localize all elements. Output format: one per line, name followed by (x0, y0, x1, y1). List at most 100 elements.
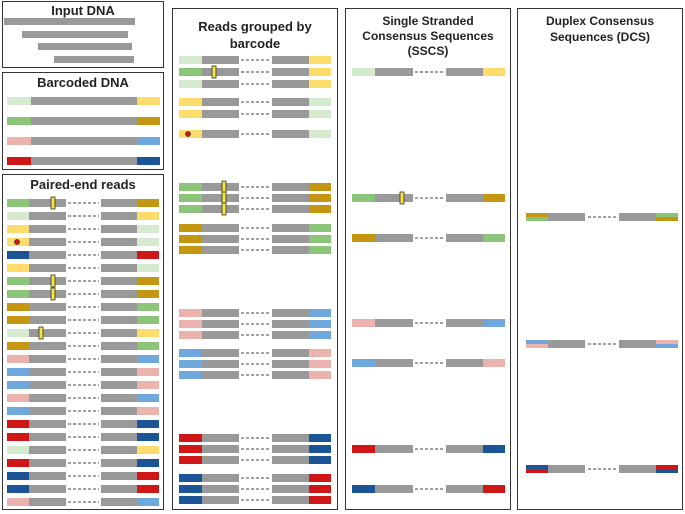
error-mark (38, 326, 44, 340)
read-segment-left (29, 212, 66, 220)
dcs-barcode-right-bottom (656, 469, 678, 473)
read-barcode-left (179, 183, 202, 191)
read-barcode-left (179, 110, 202, 118)
read-segment-left (29, 329, 66, 337)
read-segment-left (29, 277, 66, 285)
barcode-left (7, 157, 31, 165)
read-segment-right (101, 498, 137, 506)
read-barcode-right (137, 498, 159, 506)
read-barcode-right (137, 277, 159, 285)
read-segment-right (101, 394, 137, 402)
title-barcoded-dna: Barcoded DNA (37, 75, 129, 90)
title-reads-grouped-line2: barcode (229, 36, 281, 51)
read-barcode-right (309, 110, 331, 118)
read-barcode-right (309, 320, 331, 328)
title-dcs-line1: Duplex Consensus (545, 14, 655, 28)
read-segment-left (202, 371, 239, 379)
read-segment-left (202, 434, 239, 442)
read-segment-right (101, 251, 137, 259)
read-segment-right (446, 234, 483, 242)
read-segment-left (202, 68, 239, 76)
read-segment-left (202, 56, 239, 64)
read-segment-right (446, 485, 483, 493)
read-segment-right (272, 98, 309, 106)
read-barcode-right (137, 342, 159, 350)
read-barcode-right (137, 290, 159, 298)
read-barcode-left (7, 446, 29, 454)
read-segment-right (101, 485, 137, 493)
read-barcode-right (137, 459, 159, 467)
read-segment-right (446, 359, 483, 367)
read-segment-right (272, 235, 309, 243)
read-segment-right (272, 194, 309, 202)
read-barcode-left (352, 234, 375, 242)
read-barcode-left (7, 407, 29, 415)
barcode-left (7, 97, 31, 105)
read-segment-right (272, 56, 309, 64)
read-barcode-right (483, 319, 505, 327)
error-mark (221, 202, 227, 216)
read-barcode-left (179, 445, 202, 453)
read-segment-right (101, 472, 137, 480)
read-segment-right (446, 319, 483, 327)
read-segment-right (101, 199, 137, 207)
read-segment-right (101, 225, 137, 233)
read-barcode-right (309, 309, 331, 317)
read-barcode-left (352, 359, 375, 367)
read-segment-left (29, 472, 66, 480)
read-segment-right (101, 212, 137, 220)
read-segment-left (202, 485, 239, 493)
error-mark (399, 191, 405, 205)
barcoded-strand (31, 117, 137, 125)
read-segment-left (29, 251, 66, 259)
read-segment-right (101, 329, 137, 337)
read-barcode-right (309, 235, 331, 243)
read-barcode-left (7, 277, 29, 285)
read-barcode-right (137, 368, 159, 376)
read-barcode-left (352, 445, 375, 453)
read-segment-right (101, 381, 137, 389)
read-segment-left (29, 394, 66, 402)
read-segment-left (29, 290, 66, 298)
read-barcode-right (137, 199, 159, 207)
read-barcode-right (137, 446, 159, 454)
read-barcode-right (137, 407, 159, 415)
barcode-right (137, 97, 160, 105)
read-barcode-left (179, 456, 202, 464)
error-dot (14, 239, 20, 245)
read-barcode-right (309, 445, 331, 453)
read-barcode-right (309, 349, 331, 357)
read-barcode-left (179, 98, 202, 106)
read-barcode-left (179, 309, 202, 317)
read-barcode-left (7, 420, 29, 428)
read-segment-left (29, 303, 66, 311)
dcs-barcode-right-top (656, 213, 678, 217)
error-mark (50, 196, 56, 210)
read-segment-left (375, 359, 413, 367)
error-mark (221, 180, 227, 194)
error-mark (211, 65, 217, 79)
read-barcode-right (309, 98, 331, 106)
read-segment-left (202, 110, 239, 118)
read-segment-left (202, 360, 239, 368)
read-barcode-left (7, 433, 29, 441)
dcs-barcode-left-bottom (526, 469, 548, 473)
read-barcode-left (7, 355, 29, 363)
read-barcode-left (179, 194, 202, 202)
read-segment-left (29, 381, 66, 389)
panel-reads-grouped-by-barcode: Reads grouped by barcode (172, 8, 338, 510)
read-barcode-left (179, 331, 202, 339)
read-segment-right (101, 290, 137, 298)
read-barcode-left (179, 224, 202, 232)
read-segment-left (29, 485, 66, 493)
read-barcode-left (179, 434, 202, 442)
read-segment-right (272, 224, 309, 232)
read-barcode-right (483, 68, 505, 76)
read-barcode-right (137, 251, 159, 259)
read-segment-left (202, 445, 239, 453)
read-segment-left (375, 68, 413, 76)
read-segment-right (272, 320, 309, 328)
read-segment-right (272, 309, 309, 317)
read-barcode-left (179, 68, 202, 76)
